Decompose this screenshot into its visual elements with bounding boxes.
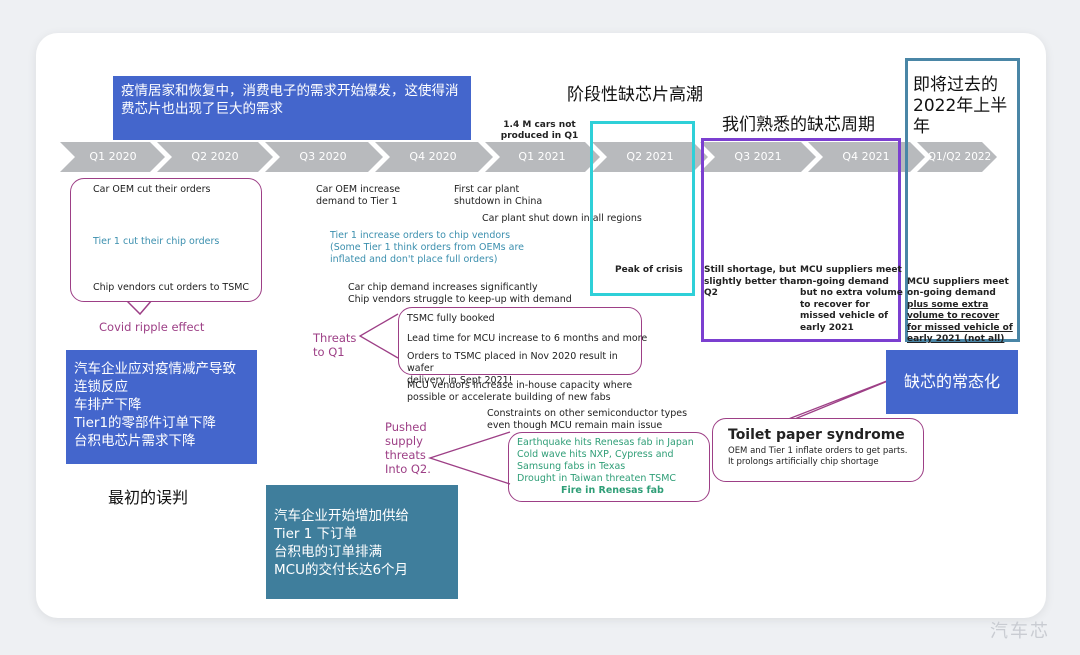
threats-bracket (358, 313, 399, 359)
timeline-arrow-5 (485, 142, 600, 172)
mcu-meet-2022: MCU suppliers meet on-going demand plus … (907, 265, 1013, 346)
timeline-arrow-1 (60, 142, 165, 172)
past-frame (905, 58, 1020, 342)
timeline-q4-2021: Q4 2021 (842, 150, 890, 163)
watermark: 汽车芯 (990, 621, 1050, 642)
timeline-q1-2021: Q1 2021 (518, 150, 566, 163)
mcu-meet-2022-underlined: plus some extra volume to recover for mi… (907, 299, 1013, 345)
timeline-arrow-6 (592, 142, 708, 172)
cycle-frame (701, 138, 901, 342)
pushed-bubble: Earthquake hits Renesas fab in Japan Col… (508, 432, 710, 502)
still-shortage: Still shortage, but slightly better than… (704, 265, 803, 298)
cars-note: 1.4 M cars not produced in Q1 (500, 120, 579, 141)
timeline-q3-2021: Q3 2021 (734, 150, 782, 163)
threats-bubble: TSMC fully booked Lead time for MCU incr… (398, 307, 648, 386)
pushed-bracket (427, 431, 511, 485)
covid-label: Covid ripple effect (99, 320, 205, 334)
mcu-meet-2022-plain: MCU suppliers meet on-going demand (907, 276, 1009, 299)
plant-all-regions: Car plant shut down in all regions (482, 213, 642, 224)
top-note: 疫情居家和恢复中，消费电子的需求开始爆发，这使得消费芯片也出现了巨大的需求 (113, 76, 471, 140)
timeline-q2-2020: Q2 2020 (191, 150, 239, 163)
timeline-arrow-2 (157, 142, 273, 172)
pushed-line-4: Fire in Renesas fab (561, 485, 664, 496)
left-box: 汽车企业应对疫情减产导致 连锁反应 车排产下降 Tier1的零部件订单下降 台积… (66, 350, 257, 464)
mcu-meet: MCU suppliers meet on-going demand but n… (800, 265, 903, 333)
pushed-line-3: Drought in Taiwan threaten TSMC (517, 473, 677, 484)
timeline-arrow-3 (265, 142, 383, 172)
timeline-q1q2-2022: Q1/Q2 2022 (927, 151, 992, 163)
stage-frame (590, 121, 695, 296)
past-title: 即将过去的2022年上半年 (913, 75, 1008, 137)
q1-bubble: Car OEM cut their orders Tier 1 cut thei… (70, 178, 262, 302)
oem-increase: Car OEM increase demand to Tier 1 (316, 184, 401, 207)
q1-line-1: Car OEM cut their orders (93, 184, 211, 195)
misjudgment: 最初的误判 (108, 488, 189, 507)
stage-title: 阶段性缺芯片高潮 (567, 85, 703, 105)
threats-line-1: TSMC fully booked (407, 313, 495, 324)
timeline-arrow-9 (917, 142, 997, 172)
mcu-vendors: MCU vendors increase in-house capacity w… (407, 380, 633, 403)
toilet-title: Toilet paper syndrome (728, 427, 905, 443)
timeline-q3-2020: Q3 2020 (299, 150, 347, 163)
threats-line-3: Orders to TSMC placed in Nov 2020 result… (407, 351, 618, 386)
chip-demand: Car chip demand increases significantly … (348, 282, 572, 305)
q1-line-2: Tier 1 cut their chip orders (93, 236, 220, 247)
q1-line-3: Chip vendors cut orders to TSMC (93, 282, 250, 293)
timeline-arrow-4 (375, 142, 493, 172)
timeline-arrow-8 (808, 142, 925, 172)
timeline-q4-2020: Q4 2020 (409, 150, 457, 163)
timeline-q2-2021: Q2 2021 (626, 150, 674, 163)
q1-bubble-tail (125, 299, 153, 316)
constraints: Constraints on other semiconductor types… (487, 408, 688, 431)
pushed-line-2: Cold wave hits NXP, Cypress and Samsung … (517, 449, 674, 472)
first-plant: First car plant shutdown in China (454, 184, 543, 207)
tier1-increase: Tier 1 increase orders to chip vendors (… (330, 230, 525, 265)
threats-label: Threats to Q1 (313, 331, 357, 359)
pushed-line-1: Earthquake hits Renesas fab in Japan (517, 437, 694, 448)
normal-box: 缺芯的常态化 (886, 350, 1018, 414)
timeline-arrow-7 (700, 142, 816, 172)
peak-of-crisis: Peak of crisis (615, 265, 683, 275)
pushed-label: Pushed supply threats Into Q2. (385, 420, 431, 476)
timeline-q1-2020: Q1 2020 (89, 150, 137, 163)
toilet-sub: OEM and Tier 1 inflate orders to get par… (728, 446, 908, 467)
cycle-title: 我们熟悉的缺芯周期 (722, 115, 875, 135)
toilet-bubble: Toilet paper syndrome OEM and Tier 1 inf… (712, 418, 924, 482)
threats-line-2: Lead time for MCU increase to 6 months a… (407, 333, 648, 344)
bottom-box: 汽车企业开始增加供给 Tier 1 下订单 台积电的订单排满 MCU的交付长达6… (266, 485, 458, 599)
